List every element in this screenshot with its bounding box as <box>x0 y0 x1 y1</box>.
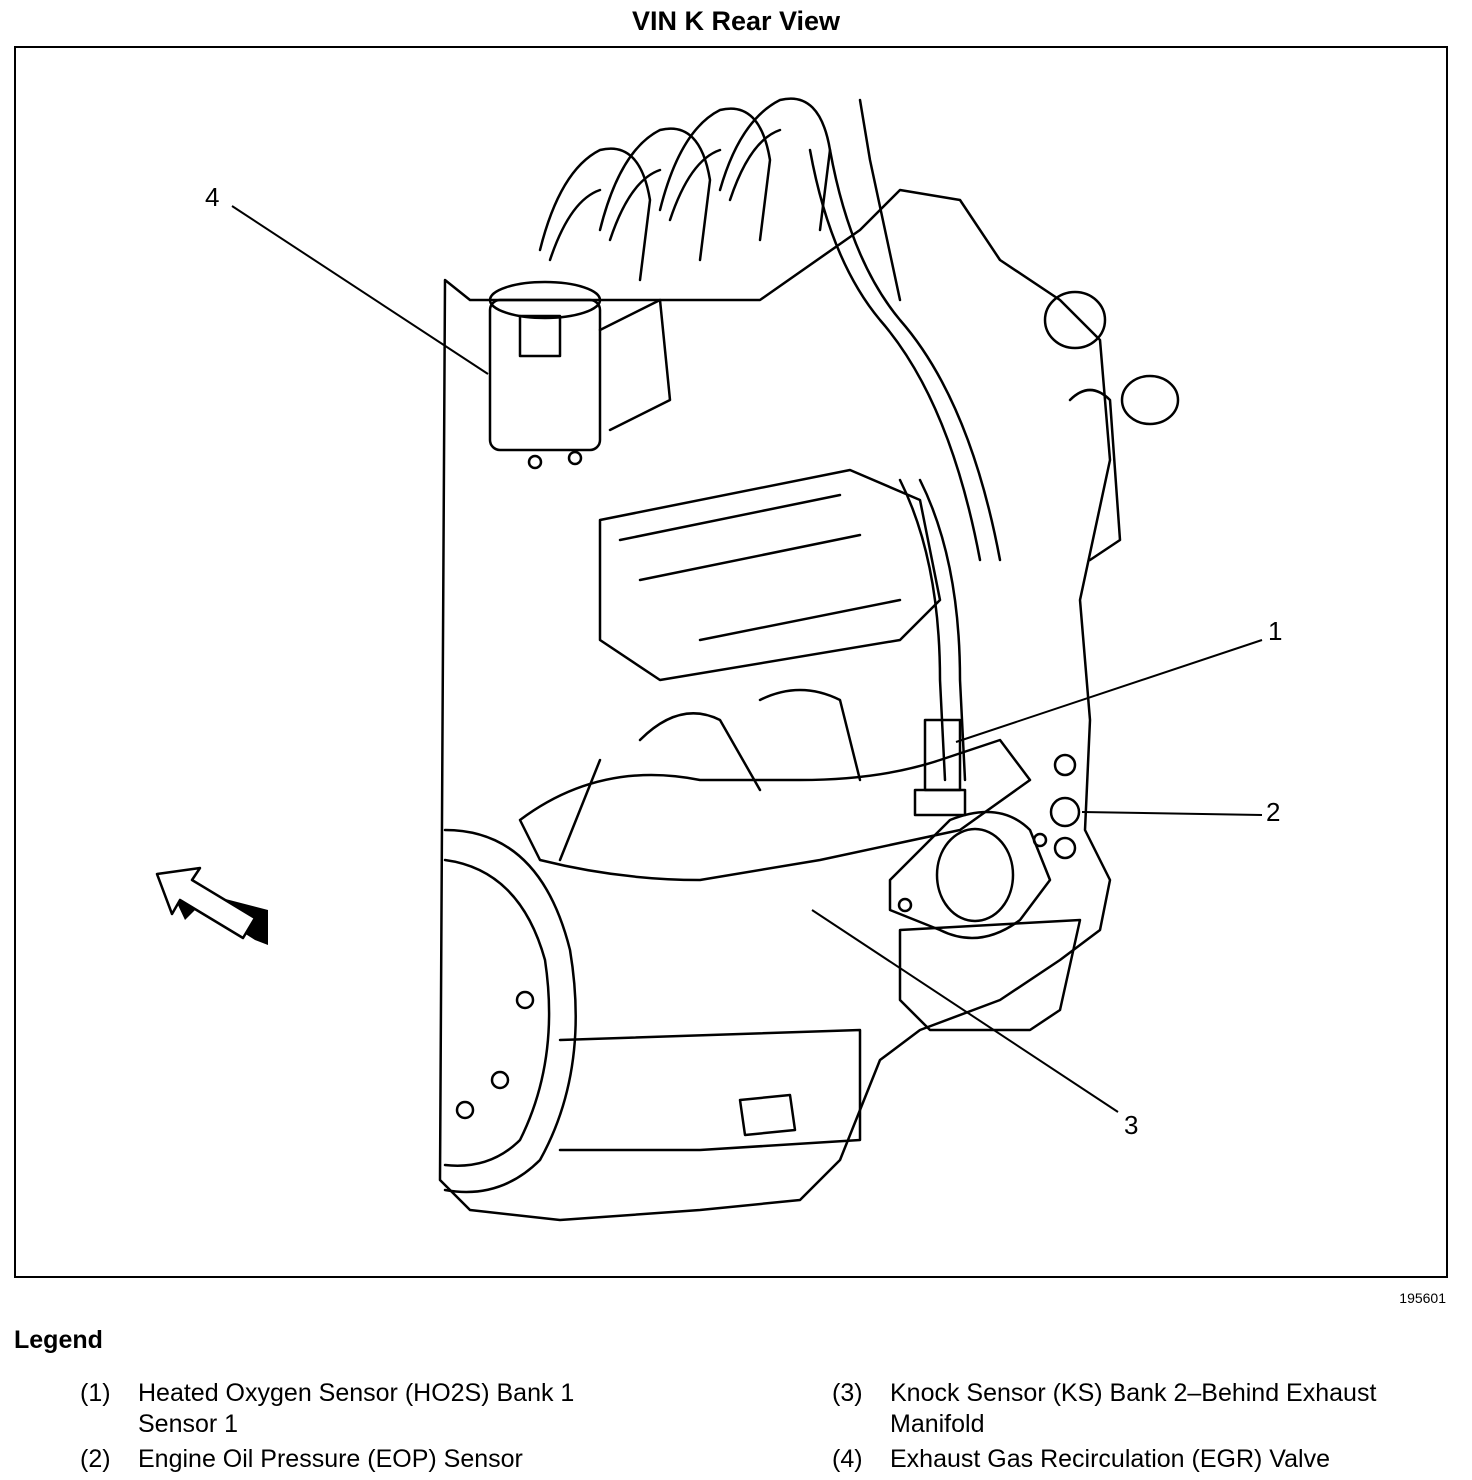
callout-2: 2 <box>1266 797 1281 827</box>
oil-filter <box>898 918 1082 1032</box>
intake-runners <box>538 97 832 282</box>
oxygen-sensor <box>913 718 967 817</box>
exhaust-manifold <box>518 688 1032 882</box>
legend-item: (3) Knock Sensor (KS) Bank 2–Behind Exha… <box>832 1378 1450 1440</box>
diagram-frame <box>14 46 1448 1278</box>
legend-item-number: (3) <box>832 1379 863 1407</box>
engine-block <box>438 188 1112 1222</box>
legend-item: (4) Exhaust Gas Recirculation (EGR) Valv… <box>832 1444 1450 1475</box>
legend-item-number: (4) <box>832 1445 863 1473</box>
leader-line-2 <box>1081 811 1263 816</box>
legend-item-text: Exhaust Gas Recirculation (EGR) Valve <box>890 1445 1330 1473</box>
callout-1: 1 <box>1268 616 1283 646</box>
legend-item-text: Heated Oxygen Sensor (HO2S) Bank 1 Senso… <box>138 1379 575 1438</box>
callout-3: 3 <box>1124 1110 1139 1140</box>
legend-item-number: (1) <box>80 1379 111 1407</box>
leader-line-3 <box>811 909 1119 1113</box>
exhaust-flange <box>888 810 1052 940</box>
page-title: VIN K Rear View <box>631 6 841 36</box>
callout-4: 4 <box>205 182 220 212</box>
oil-pressure-sensor <box>1049 753 1081 860</box>
direction-arrow-icon <box>155 866 268 945</box>
flywheel <box>443 828 577 1194</box>
leader-line-1 <box>955 639 1263 743</box>
legend-heading: Legend <box>14 1326 103 1354</box>
legend-item: (1) Heated Oxygen Sensor (HO2S) Bank 1 S… <box>80 1378 658 1440</box>
legend-item: (2) Engine Oil Pressure (EOP) Sensor <box>80 1444 698 1475</box>
legend-item-text: Knock Sensor (KS) Bank 2–Behind Exhaust … <box>890 1379 1377 1438</box>
egr-valve <box>488 280 672 470</box>
legend-item-number: (2) <box>80 1445 111 1473</box>
leader-line-4 <box>231 205 489 375</box>
legend-item-text: Engine Oil Pressure (EOP) Sensor <box>138 1445 523 1473</box>
figure-id: 195601 <box>1399 1290 1446 1306</box>
